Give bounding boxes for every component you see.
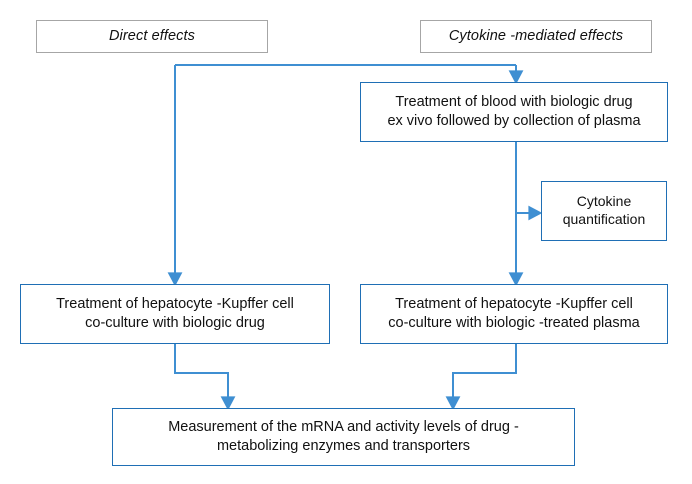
node-label-cocult-biologic-drug: Treatment of hepatocyte -Kupffer cell co… [56, 296, 294, 331]
node-blood-treatment: Treatment of blood with biologic drug ex… [360, 82, 668, 142]
connector-cocult-drug-to-measurement [174, 344, 236, 411]
header-label-direct-effects: Direct effects [108, 28, 195, 45]
header-label-cytokine-mediated-effects: Cytokine -mediated effects [448, 28, 624, 45]
node-cocult-biologic-drug: Treatment of hepatocyte -Kupffer cell co… [20, 284, 330, 344]
node-measurement: Measurement of the mRNA and activity lev… [112, 408, 575, 466]
header-box-direct-effects: Direct effects [36, 20, 268, 53]
connector-cocult-plasma-to-measurement [445, 344, 517, 411]
node-label-cocult-biologic-treated-plasma: Treatment of hepatocyte -Kupffer cell co… [388, 296, 640, 331]
node-cytokine-quantification: Cytokine quantification [541, 181, 667, 241]
header-box-cytokine-mediated-effects: Cytokine -mediated effects [420, 20, 652, 53]
node-label-measurement: Measurement of the mRNA and activity lev… [168, 419, 519, 454]
node-label-blood-treatment: Treatment of blood with biologic drug ex… [387, 94, 641, 129]
node-cocult-biologic-treated-plasma: Treatment of hepatocyte -Kupffer cell co… [360, 284, 668, 344]
node-label-cytokine-quantification: Cytokine quantification [562, 193, 646, 227]
